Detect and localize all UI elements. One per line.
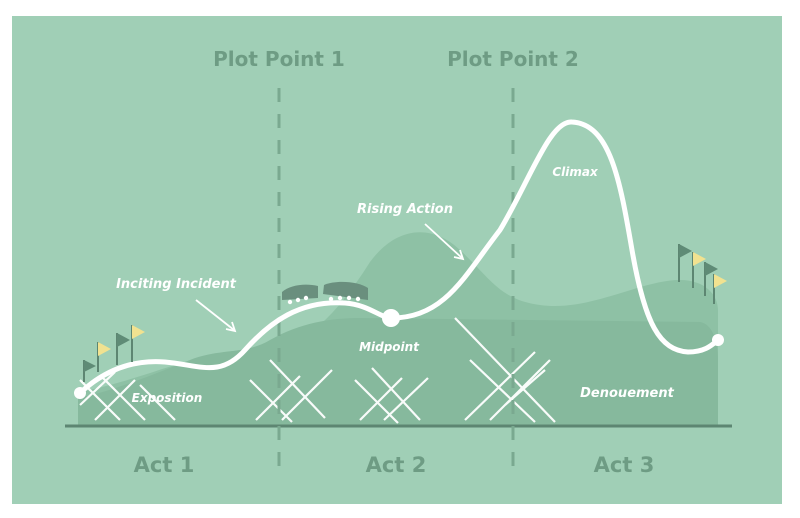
exposition-label: Exposition <box>132 391 203 405</box>
denouement-label: Denouement <box>580 386 674 401</box>
end-point <box>712 334 724 346</box>
inciting-incident-label: Inciting Incident <box>116 277 237 292</box>
arrow-icon <box>195 299 237 333</box>
midpoint-point <box>382 309 400 327</box>
rising-action-label: Rising Action <box>357 202 453 217</box>
plot-point-1-heading: Plot Point 1 <box>213 47 345 71</box>
roller-coaster-car-icon <box>282 281 368 305</box>
flag-icon <box>678 244 727 304</box>
plot-point-2-heading: Plot Point 2 <box>447 47 579 71</box>
scaffold-crosses <box>79 317 556 424</box>
story-arc-line <box>77 119 721 396</box>
exposition-point <box>74 387 86 399</box>
front-hill <box>78 318 718 425</box>
act-2-label: Act 2 <box>366 453 427 477</box>
midpoint-label: Midpoint <box>359 340 420 354</box>
act-1-label: Act 1 <box>134 453 195 477</box>
flag-icon <box>83 325 145 382</box>
climax-label: Climax <box>552 165 599 179</box>
arrow-icon <box>424 223 465 261</box>
act-3-label: Act 3 <box>594 453 655 477</box>
